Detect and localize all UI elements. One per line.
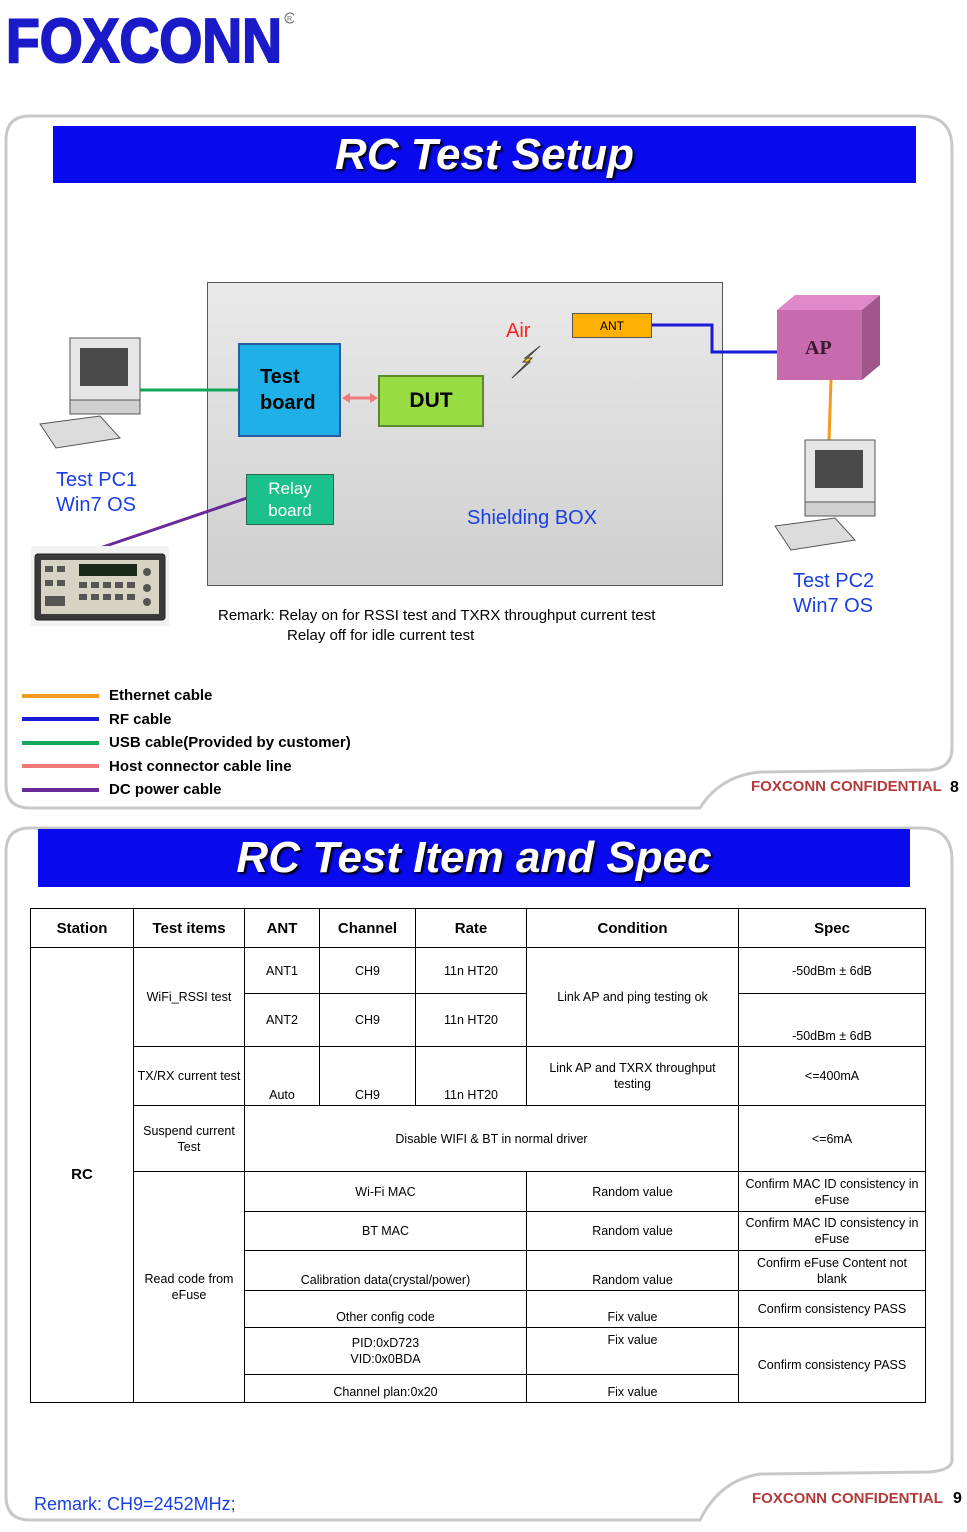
- test-item-cell: Read code from eFuse: [133, 1171, 245, 1403]
- test-item-cell: WiFi_RSSI test: [133, 947, 245, 1047]
- confidential-footer: FOXCONN CONFIDENTIAL: [751, 778, 942, 795]
- table-header-row: Station Test items ANT Channel Rate Cond…: [30, 908, 926, 948]
- legend-item: RF cable: [22, 708, 351, 732]
- table-row: Read code from eFuse Wi-Fi MAC Random va…: [31, 1171, 926, 1403]
- table-row: BT MAC Random value Confirm MAC ID consi…: [31, 1211, 926, 1251]
- column-header: Test items: [133, 908, 245, 948]
- slide-title-setup: RC Test Setup: [53, 126, 916, 183]
- antenna-block: ANT: [572, 313, 652, 338]
- confidential-footer: FOXCONN CONFIDENTIAL: [752, 1490, 943, 1507]
- table-row: Other config code Fix value Confirm cons…: [31, 1290, 926, 1328]
- column-header: Station: [30, 908, 134, 948]
- slide-8-frame: [4, 114, 954, 810]
- legend-item: USB cable(Provided by customer): [22, 731, 351, 755]
- table-row: Channel plan:0x20 Fix value: [31, 1374, 926, 1403]
- table-row: TX/RX current test Auto CH9 11n HT20 Lin…: [31, 1046, 926, 1106]
- table-row: ANT2 CH9 11n HT20 -50dBm ± 6dB: [31, 993, 926, 1047]
- station-cell: RC: [30, 947, 134, 1403]
- dc-power-line: [99, 496, 248, 550]
- ethernet-cable-line: [827, 379, 833, 441]
- channel-remark: Remark: CH9=2452MHz;: [34, 1494, 236, 1514]
- page-number: 8: [950, 779, 959, 796]
- ap-label: AP: [805, 337, 832, 359]
- relay-board-block: Relay board: [246, 474, 334, 525]
- computer-icon-pc1: [39, 337, 141, 449]
- legend-item: Ethernet cable: [22, 684, 351, 708]
- slide-title-spec: RC Test Item and Spec: [38, 829, 910, 887]
- foxconn-logo: FOXCONN R: [5, 10, 294, 70]
- setup-remark: Remark: Relay on for RSSI test and TXRX …: [218, 607, 656, 644]
- table-row: Suspend current Test Disable WIFI & BT i…: [31, 1105, 926, 1172]
- multimeter-icon: [31, 546, 169, 626]
- page-number: 9: [953, 1490, 962, 1507]
- ap-box-icon: [777, 295, 880, 380]
- rf-cable-line: [650, 323, 778, 354]
- column-header: Spec: [738, 908, 926, 948]
- test-board-block: Test board: [238, 343, 341, 437]
- column-header: Rate: [415, 908, 527, 948]
- shielding-box-label: Shielding BOX: [467, 507, 598, 529]
- lightning-icon: [511, 345, 541, 379]
- column-header: ANT: [244, 908, 320, 948]
- svg-text:R: R: [287, 16, 292, 23]
- table-row: Calibration data(crystal/power) Random v…: [31, 1250, 926, 1291]
- column-header: Condition: [526, 908, 739, 948]
- legend-item: DC power cable: [22, 778, 351, 802]
- cable-legend: Ethernet cable RF cable USB cable(Provid…: [22, 684, 351, 802]
- svg-text:FOXCONN: FOXCONN: [6, 10, 282, 70]
- legend-item: Host connector cable line: [22, 755, 351, 779]
- spec-table: Station Test items ANT Channel Rate Cond…: [30, 908, 926, 1403]
- slide-9-frame: [4, 826, 954, 1522]
- table-row: RC WiFi_RSSI test ANT1 CH9 11n HT20 Link…: [30, 947, 926, 1403]
- cable-lines: [31, 295, 880, 626]
- column-header: Channel: [319, 908, 416, 948]
- air-label: Air: [506, 320, 531, 342]
- dut-block: DUT: [378, 375, 484, 427]
- computer-icon-pc2: [774, 439, 876, 551]
